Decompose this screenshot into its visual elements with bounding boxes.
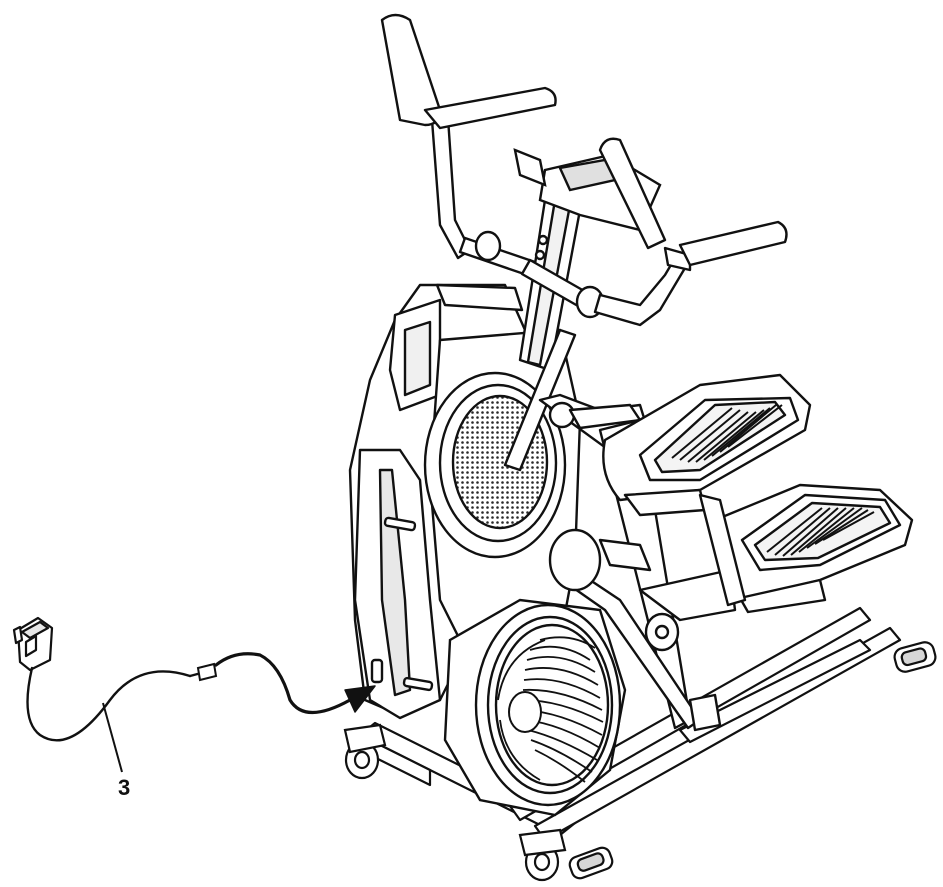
insertion-arrow: [214, 652, 352, 714]
cord-plug: [196, 662, 218, 682]
front-wheel-right: [518, 828, 567, 882]
rear-foot-right: [568, 846, 614, 880]
arrow-head: [344, 685, 376, 713]
callout-label-3: 3: [118, 775, 130, 800]
left-pedal-treads: [671, 404, 783, 463]
fan-hub: [508, 691, 542, 733]
pedal-supports: [623, 488, 827, 614]
power-adapter: [12, 616, 54, 672]
fan-blades: [497, 636, 604, 783]
left-handle-arm: [430, 116, 605, 319]
top-left-grip: [380, 13, 557, 130]
front-wheel-left: [343, 723, 387, 780]
right-pedal-treads: [766, 507, 875, 557]
callout-leader-line: [102, 702, 123, 773]
rear-foot-left: [893, 641, 937, 673]
power-cord: [26, 666, 207, 742]
right-handle-arm: [593, 137, 788, 327]
